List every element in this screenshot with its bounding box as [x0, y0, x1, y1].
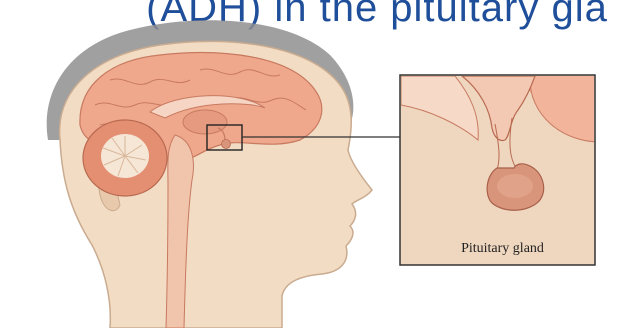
thalamus — [183, 110, 227, 134]
inset-panel — [400, 18, 634, 265]
cerebellum — [83, 120, 167, 196]
inset-caption: Pituitary gland — [415, 241, 590, 257]
